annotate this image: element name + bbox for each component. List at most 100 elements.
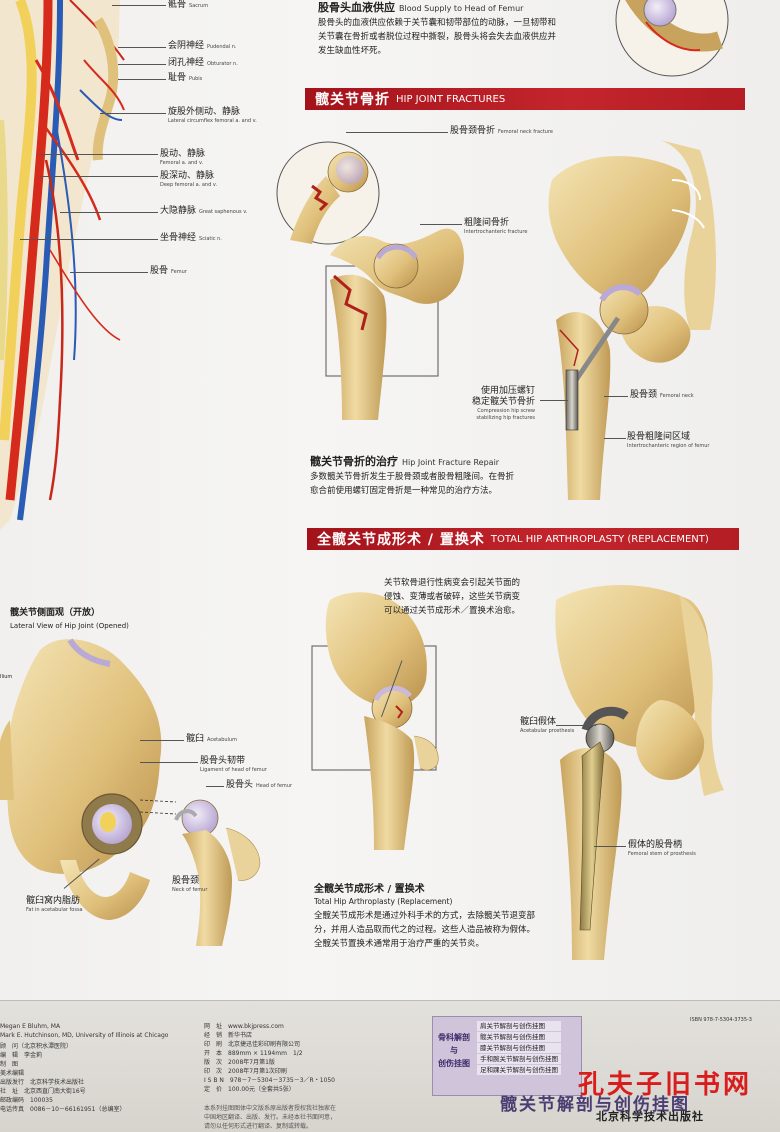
poster-series-title: 髋关节解剖与创伤挂图 — [500, 1095, 690, 1115]
blood-supply-text-line: 股骨头的血液供应依赖于关节囊和韧带部位的动脉，一旦韧带和 — [318, 18, 557, 28]
leader-line — [20, 239, 158, 240]
fractures-header-en: HIP JOINT FRACTURES — [396, 93, 506, 105]
copyright-notice: 本系列挂图图体中文版系原出版者授权我社独家在 中国地区翻译、出版、发行。未经本社… — [204, 1104, 336, 1131]
footer — [0, 1000, 780, 1132]
fractures-header: 髋关节骨折 HIP JOINT FRACTURES — [305, 88, 745, 110]
leader-line — [206, 786, 224, 787]
leader-line — [118, 79, 166, 80]
lateral-view-title: 髋关节侧面观（开放） Lateral View of Hip Joint (Op… — [10, 606, 210, 631]
arthroplasty-note-line: 可以通过关节成形术／置换术治愈。 — [384, 606, 521, 616]
notice-line: 请勿以任何形式进行翻译、复制或转载。 — [204, 1123, 313, 1130]
isbn-small: ISBN 978-7-5304-3735-3 — [690, 1017, 752, 1023]
leader-line — [100, 113, 166, 114]
arthroplasty-note: 关节软骨退行性病变会引起关节面的 侵蚀、变薄或者破碎，这些关节病变 可以通过关节… — [384, 576, 574, 618]
fracture-repair-title: 髋关节骨折的治疗 — [310, 455, 398, 468]
thigh-vessels-illustration — [0, 0, 125, 530]
notice-line: 中国地区翻译、出版、发行。未经本社书面同意， — [204, 1114, 337, 1121]
arthroplasty-header-en: TOTAL HIP ARTHROPLASTY (REPLACEMENT) — [490, 533, 709, 545]
credit-line: 制 图 — [0, 1061, 19, 1068]
credit-line: 编 辑 李金莉 — [0, 1052, 43, 1059]
leader-line — [346, 132, 448, 133]
credits-left: 顾 问（北京积水潭医院） 编 辑 李金莉 制 图 美术编辑 出版发行 北京科学技… — [0, 1042, 125, 1114]
leader-line — [604, 396, 628, 397]
lateral-view-title-en: Lateral View of Hip Joint (Opened) — [10, 622, 129, 630]
leader-line — [40, 154, 158, 155]
leader-line — [556, 725, 596, 726]
credit-line: 顾 问（北京积水潭医院） — [0, 1043, 73, 1050]
author-line: Mark E. Hutchinson, MD, University of Il… — [0, 1032, 169, 1039]
leader-line — [540, 400, 568, 401]
leader-line — [140, 762, 198, 763]
credit-line: 印 次 2008年7月第1次印刷 — [204, 1068, 287, 1075]
series-list-item: 手和腕关节解剖与创伤挂图 — [477, 1054, 561, 1064]
leader-line — [40, 176, 158, 177]
arthroplasty-text-line: 分，并用人造品取而代之的过程。这些人造品被称为假体。 — [314, 925, 536, 935]
prosthesis-illustration — [555, 585, 724, 960]
leader-line — [594, 846, 626, 847]
series-box-title: 骨科解剖 与 创伤挂图 — [438, 1033, 470, 1068]
fracture-repair-text-line: 愈合前使用螺钉固定骨折是一种常见的治疗方法。 — [310, 486, 498, 496]
leader-line — [118, 64, 166, 65]
credit-line: 邮政编码 100035 — [0, 1097, 53, 1104]
notice-line: 本系列挂图图体中文版系原出版者授权我社独家在 — [204, 1105, 337, 1112]
publisher-name: 北京科学技术出版社 — [596, 1110, 704, 1123]
watermark: 孔夫子旧书网 — [578, 1070, 753, 1100]
lateral-view-title-zh: 髋关节侧面观（开放） — [10, 608, 101, 618]
arthroplasty-section: 全髋关节成形术 / 置换术 Total Hip Arthroplasty (Re… — [314, 882, 594, 951]
leader-line — [604, 438, 626, 439]
authors: Megan E Bluhm, MA Mark E. Hutchinson, MD… — [0, 1022, 168, 1040]
leader-line — [420, 224, 462, 225]
series-list-item: 肩关节解剖与创伤挂图 — [477, 1021, 561, 1031]
label-ilium: Ilium — [0, 674, 13, 680]
blood-supply-text-line: 关节囊在骨折或者脱位过程中撕裂，股骨头将会失去血液供应并 — [318, 32, 557, 42]
credits-mid: 网 址 www.bkjpress.com 经 销 新华书店 印 刷 北京捷迅佳彩… — [204, 1022, 335, 1094]
series-list-item: 足和踝关节解剖与创伤挂图 — [477, 1065, 561, 1075]
series-list-item: 膝关节解剖与创伤挂图 — [477, 1043, 561, 1053]
blood-supply-title-en: Blood Supply to Head of Femur — [399, 4, 524, 13]
arthroplasty-note-line: 关节软骨退行性病变会引起关节面的 — [384, 578, 521, 588]
credit-line: 印 刷 北京捷迅佳彩印刷有限公司 — [204, 1041, 301, 1048]
author-line: Megan E Bluhm, MA — [0, 1023, 61, 1030]
leader-line — [112, 5, 166, 6]
arthroplasty-text-line: 全髋关节置换术通常用于治疗严重的关节炎。 — [314, 939, 485, 949]
arthroplasty-text-line: 全髋关节成形术是通过外科手术的方式，去除髋关节退变部 — [314, 911, 536, 921]
leader-line — [140, 740, 184, 741]
blood-supply-text-line: 发生缺血性坏死。 — [318, 46, 387, 56]
blood-supply-inset — [615, 0, 729, 77]
arthroplasty-title-en: Total Hip Arthroplasty (Replacement) — [314, 897, 453, 906]
series-box: 骨科解剖 与 创伤挂图 肩关节解剖与创伤挂图 髋关节解剖与创伤挂图 膝关节解剖与… — [432, 1016, 582, 1096]
credit-line: 开 本 889mm × 1194mm 1/2 — [204, 1050, 303, 1057]
credit-line: 电话传真 0086－10－66161951（总编室） — [0, 1106, 126, 1113]
arthritic-joint-illustration — [311, 592, 439, 850]
screw-repair-illustration — [548, 140, 716, 500]
arthroplasty-title: 全髋关节成形术 / 置换术 — [314, 884, 425, 895]
neck-fracture-inset — [276, 141, 380, 245]
arthroplasty-header: 全髋关节成形术 / 置换术 TOTAL HIP ARTHROPLASTY (RE… — [307, 528, 739, 550]
lateral-hip-illustration — [0, 638, 261, 946]
leader-line — [118, 47, 166, 48]
credit-line: 出版发行 北京科学技术出版社 — [0, 1079, 85, 1086]
series-list: 肩关节解剖与创伤挂图 髋关节解剖与创伤挂图 膝关节解剖与创伤挂图 手和腕关节解剖… — [477, 1021, 561, 1076]
credit-line: 版 次 2008年7月第1版 — [204, 1059, 275, 1066]
